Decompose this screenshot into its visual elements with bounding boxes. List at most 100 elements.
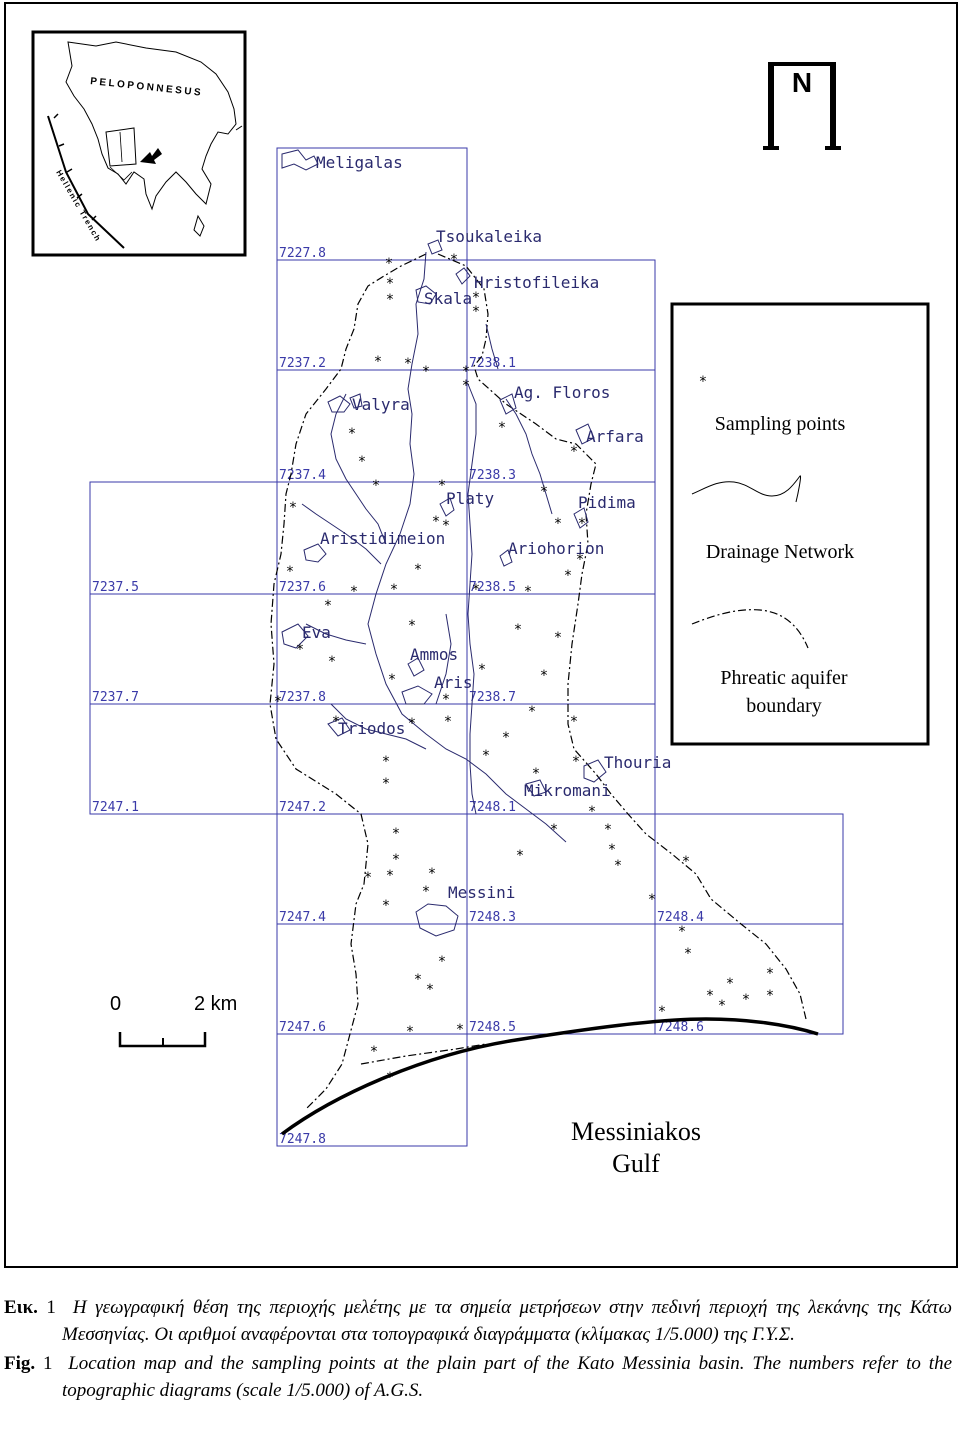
sheet-label: 7237.8: [279, 690, 326, 705]
sampling-point: *: [382, 776, 390, 792]
sampling-point: *: [608, 842, 616, 858]
sampling-point: *: [386, 276, 394, 292]
sampling-point: *: [482, 748, 490, 764]
sampling-point: *: [382, 754, 390, 770]
sampling-point: *: [358, 454, 366, 470]
caption-english-number: 1: [43, 1353, 53, 1374]
sheet-label: 7227.8: [279, 246, 326, 261]
sheet-label: 7247.1: [92, 800, 139, 815]
caption-greek: Εικ. 1 Η γεωγραφική θέση της περιοχής με…: [4, 1294, 953, 1348]
sampling-point: *: [572, 754, 580, 770]
sheet-label: 7237.4: [279, 468, 326, 483]
sampling-point: *: [450, 252, 458, 268]
sampling-point: *: [570, 714, 578, 730]
sampling-point: *: [438, 954, 446, 970]
sampling-point: *: [432, 514, 440, 530]
sampling-point: *: [385, 256, 393, 272]
sampling-point: *: [532, 766, 540, 782]
caption-english-label: Fig.: [4, 1353, 36, 1374]
town-label: Arfara: [586, 427, 644, 446]
coastline: [280, 1017, 819, 1136]
sampling-point: *: [498, 420, 506, 436]
town-label: Tsoukaleika: [436, 227, 542, 246]
sampling-point: *: [766, 966, 774, 982]
sampling-point: *: [350, 584, 358, 600]
sheet-label: 7237.7: [92, 690, 139, 705]
sampling-points: * * * * * * * * * * * * * * * * * * * * …: [274, 252, 774, 1086]
legend-sampling-symbol: *: [699, 374, 707, 390]
legend-aquifer-label-line2: boundary: [746, 695, 822, 717]
map-figure: PELOPONNESUS Hellenic Trench N: [4, 2, 958, 1268]
figure-caption: Εικ. 1 Η γεωγραφική θέση της περιοχής με…: [4, 1294, 953, 1404]
sampling-point: *: [502, 730, 510, 746]
sheet-label: 7238.7: [469, 690, 516, 705]
sampling-point: *: [382, 898, 390, 914]
sampling-point: *: [442, 518, 450, 534]
sampling-point: *: [324, 598, 332, 614]
gulf-label-line2: Gulf: [612, 1149, 660, 1178]
town-label: Messini: [448, 883, 515, 902]
sheet-label: 7238.5: [469, 580, 516, 595]
sampling-point: *: [274, 694, 282, 710]
sampling-point: *: [328, 654, 336, 670]
aquifer-boundary: [269, 253, 807, 1110]
sampling-point: *: [426, 982, 434, 998]
sampling-point: *: [578, 516, 586, 532]
sampling-point: *: [444, 714, 452, 730]
sampling-point: *: [742, 992, 750, 1008]
caption-greek-text: Η γεωγραφική θέση της περιοχής μελέτης μ…: [62, 1297, 953, 1345]
legend: * Sampling points Drainage Network Phrea…: [670, 302, 930, 746]
sampling-point: *: [462, 364, 470, 380]
sampling-point: *: [478, 662, 486, 678]
sampling-point: *: [472, 582, 480, 598]
sampling-point: *: [564, 568, 572, 584]
sampling-point: *: [442, 692, 450, 708]
sampling-point: *: [364, 870, 372, 886]
sampling-point: *: [540, 668, 548, 684]
caption-english-text: Location map and the sampling points at …: [62, 1353, 953, 1401]
town-label: Mikromani: [524, 781, 611, 800]
town-label: Aris: [434, 673, 473, 692]
sampling-point: *: [414, 972, 422, 988]
sampling-point: *: [684, 946, 692, 962]
sampling-point: *: [374, 354, 382, 370]
sampling-point: *: [408, 716, 416, 732]
town-label: Hristofileika: [474, 273, 599, 292]
sampling-point: *: [648, 892, 656, 908]
sheet-label: 7248.3: [469, 910, 516, 925]
sheet-grid: [89, 147, 844, 1147]
sampling-point: *: [296, 642, 304, 658]
town-label: Triodos: [338, 719, 405, 738]
sampling-point: *: [406, 1024, 414, 1040]
sampling-point: *: [682, 854, 690, 870]
sheet-label: 7238.1: [469, 356, 516, 371]
north-arrow: N: [763, 62, 841, 150]
sheet-label: 7248.5: [469, 1020, 516, 1035]
sampling-point: *: [286, 564, 294, 580]
sampling-point: *: [614, 858, 622, 874]
town-label: Platy: [446, 489, 495, 508]
legend-drainage-label: Drainage Network: [706, 541, 854, 563]
sampling-point: *: [388, 672, 396, 688]
sampling-point: *: [390, 582, 398, 598]
scale-end-label: 2 km: [194, 993, 237, 1015]
sampling-point: *: [332, 714, 340, 730]
legend-aquifer-label-line1: Phreatic aquifer: [720, 667, 847, 689]
sheet-label: 7247.2: [279, 800, 326, 815]
sampling-point: *: [658, 1004, 666, 1020]
sheet-label: 7237.2: [279, 356, 326, 371]
sampling-point: *: [528, 704, 536, 720]
sheet-label: 7237.5: [92, 580, 139, 595]
town-label: Pidima: [578, 493, 636, 512]
sampling-point: *: [422, 884, 430, 900]
sampling-point: *: [706, 988, 714, 1004]
caption-greek-label: Εικ.: [4, 1297, 38, 1318]
town-labels: Meligalas Tsoukaleika Hristofileika Skal…: [302, 153, 671, 902]
scale-start-label: 0: [110, 993, 121, 1015]
sampling-point: *: [678, 924, 686, 940]
sheet-label: 7237.6: [279, 580, 326, 595]
sampling-point: *: [514, 622, 522, 638]
sampling-point: *: [289, 500, 297, 516]
sampling-point: *: [386, 1070, 394, 1086]
sampling-point: *: [570, 444, 578, 460]
